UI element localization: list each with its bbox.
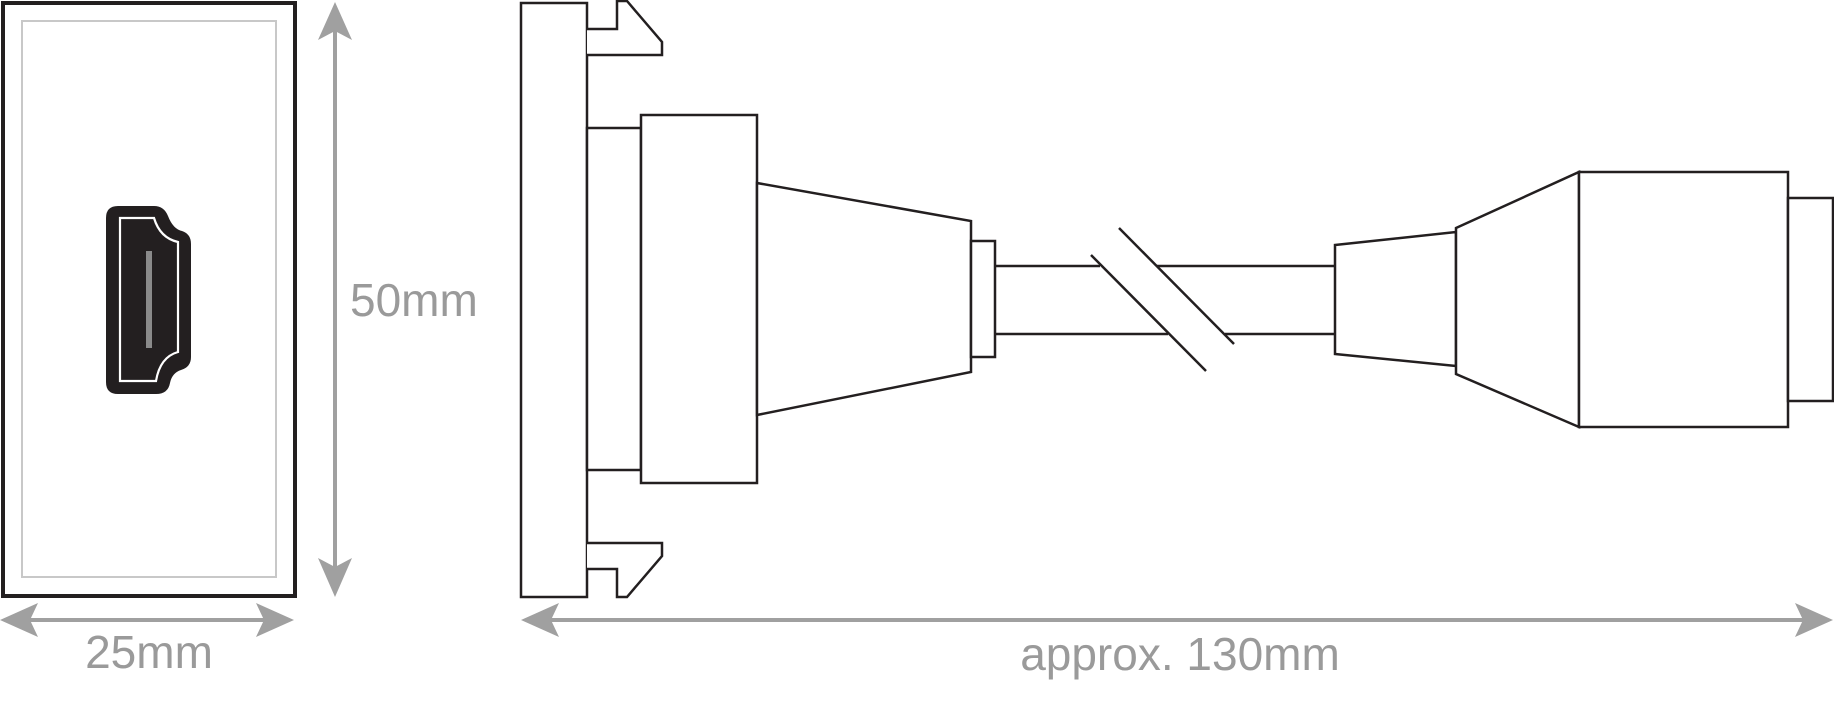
height-arrow-bottom (318, 558, 352, 597)
hdmi-socket-icon (106, 206, 191, 394)
connector-taper (755, 181, 973, 417)
width-label: 25mm (85, 626, 213, 678)
side-view (519, 0, 1834, 599)
height-label: 50mm (350, 274, 478, 326)
break-mark-1 (1090, 254, 1207, 372)
plug-strain-relief (1333, 230, 1458, 368)
faceplate-side (519, 1, 589, 599)
length-arrow-right (1795, 603, 1833, 637)
height-dimension: 50mm (318, 2, 478, 597)
break-mark-2 (1118, 227, 1235, 345)
length-label: approx. 130mm (1020, 628, 1340, 680)
height-arrow-top (318, 2, 352, 40)
socket-housing (639, 113, 759, 485)
front-view (1, 1, 297, 598)
module-body (585, 126, 643, 472)
width-arrow-right (256, 603, 294, 637)
hdmi-pin-strip (146, 251, 152, 348)
faceplate-inner (21, 20, 277, 578)
width-arrow-left (0, 603, 38, 637)
plug-taper (1454, 170, 1581, 429)
bottom-clip (587, 541, 664, 599)
width-dimension: 25mm (0, 603, 294, 678)
plug-body (1577, 170, 1790, 429)
plug-tip (1786, 196, 1834, 403)
top-clip (587, 0, 664, 57)
length-dimension: approx. 130mm (521, 603, 1833, 680)
length-arrow-left (521, 603, 559, 637)
connector-collar (969, 239, 997, 359)
